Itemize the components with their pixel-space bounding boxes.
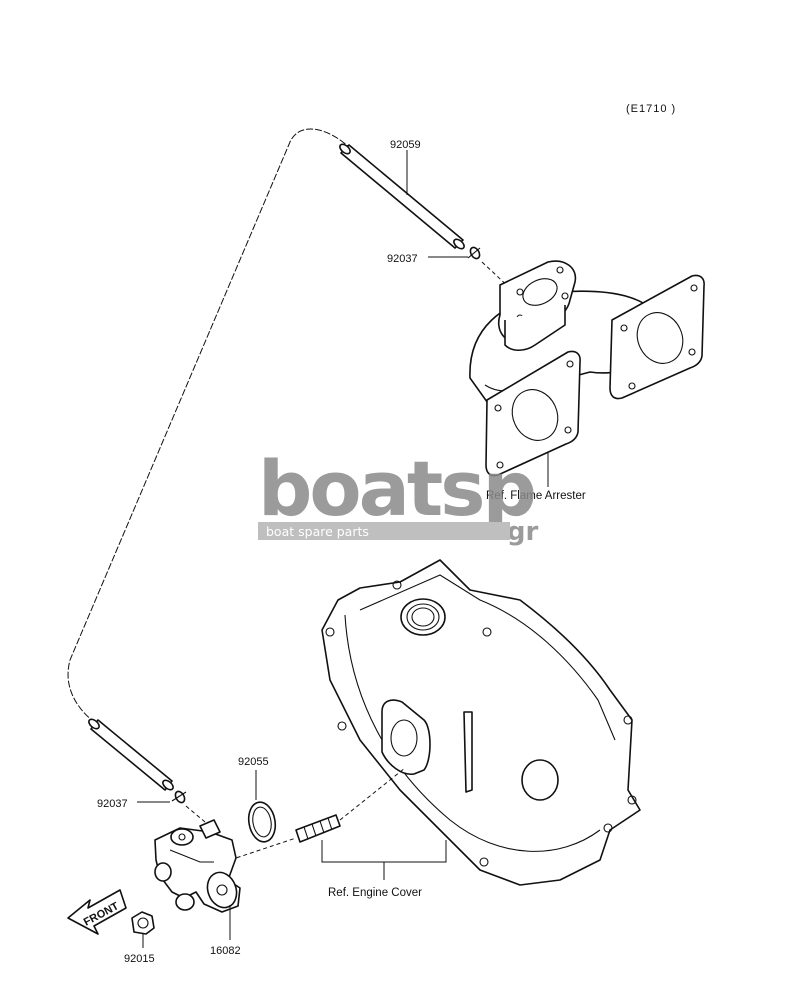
front-arrow-icon: FRONT (67, 889, 127, 935)
ref-engine-cover: Ref. Engine Cover (328, 887, 422, 899)
clip-upper[interactable] (467, 246, 481, 260)
watermark-logo-text: boatsp (258, 444, 534, 533)
watermark-logo: boatsp .gr boat spare parts (258, 444, 538, 547)
nut[interactable] (131, 911, 155, 935)
oring[interactable] (246, 800, 279, 844)
label-pump: 16082 (210, 945, 241, 957)
label-nut: 92015 (124, 953, 155, 965)
oil-pump[interactable] (154, 819, 241, 913)
watermark-tagline: boat spare parts (266, 524, 369, 539)
flame-arrester (469, 260, 705, 477)
label-clip-bottom: 92037 (97, 798, 128, 810)
ref-flame-arrester: Ref. Flame Arrester (486, 490, 586, 502)
hose-lower[interactable] (87, 717, 175, 791)
hose-upper[interactable] (338, 142, 466, 250)
diagram-code: (E1710 ) (626, 103, 676, 115)
label-clip-top: 92037 (387, 253, 418, 265)
mount-stud[interactable] (295, 814, 341, 843)
label-hose: 92059 (390, 139, 421, 151)
oil-hose-line (67, 128, 353, 726)
clip-lower[interactable] (171, 790, 187, 804)
label-oring: 92055 (238, 756, 269, 768)
engine-cover (321, 559, 641, 886)
